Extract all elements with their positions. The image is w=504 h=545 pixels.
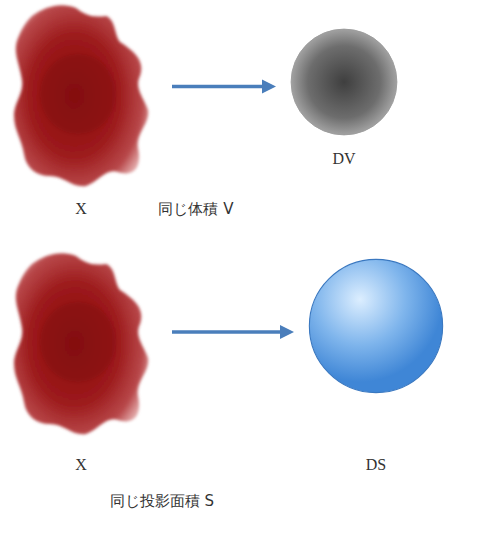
caption-label: 同じ体積 V <box>158 200 233 219</box>
caption-label: 同じ投影面積 S <box>110 492 214 511</box>
arrow-connector <box>172 325 294 339</box>
node-label: X <box>10 456 152 474</box>
equivalent-sphere <box>308 258 444 394</box>
sphere-node: DS <box>308 258 444 394</box>
node-label: DV <box>290 150 398 168</box>
particle-node: X <box>10 2 152 190</box>
equivalent-sphere <box>290 28 398 136</box>
arrow-connector <box>172 79 276 93</box>
particle-node: X <box>10 250 152 438</box>
sphere-node: DV <box>290 28 398 136</box>
node-label: X <box>10 200 152 218</box>
irregular-particle <box>10 2 152 190</box>
irregular-particle <box>10 250 152 438</box>
node-label: DS <box>308 456 444 474</box>
